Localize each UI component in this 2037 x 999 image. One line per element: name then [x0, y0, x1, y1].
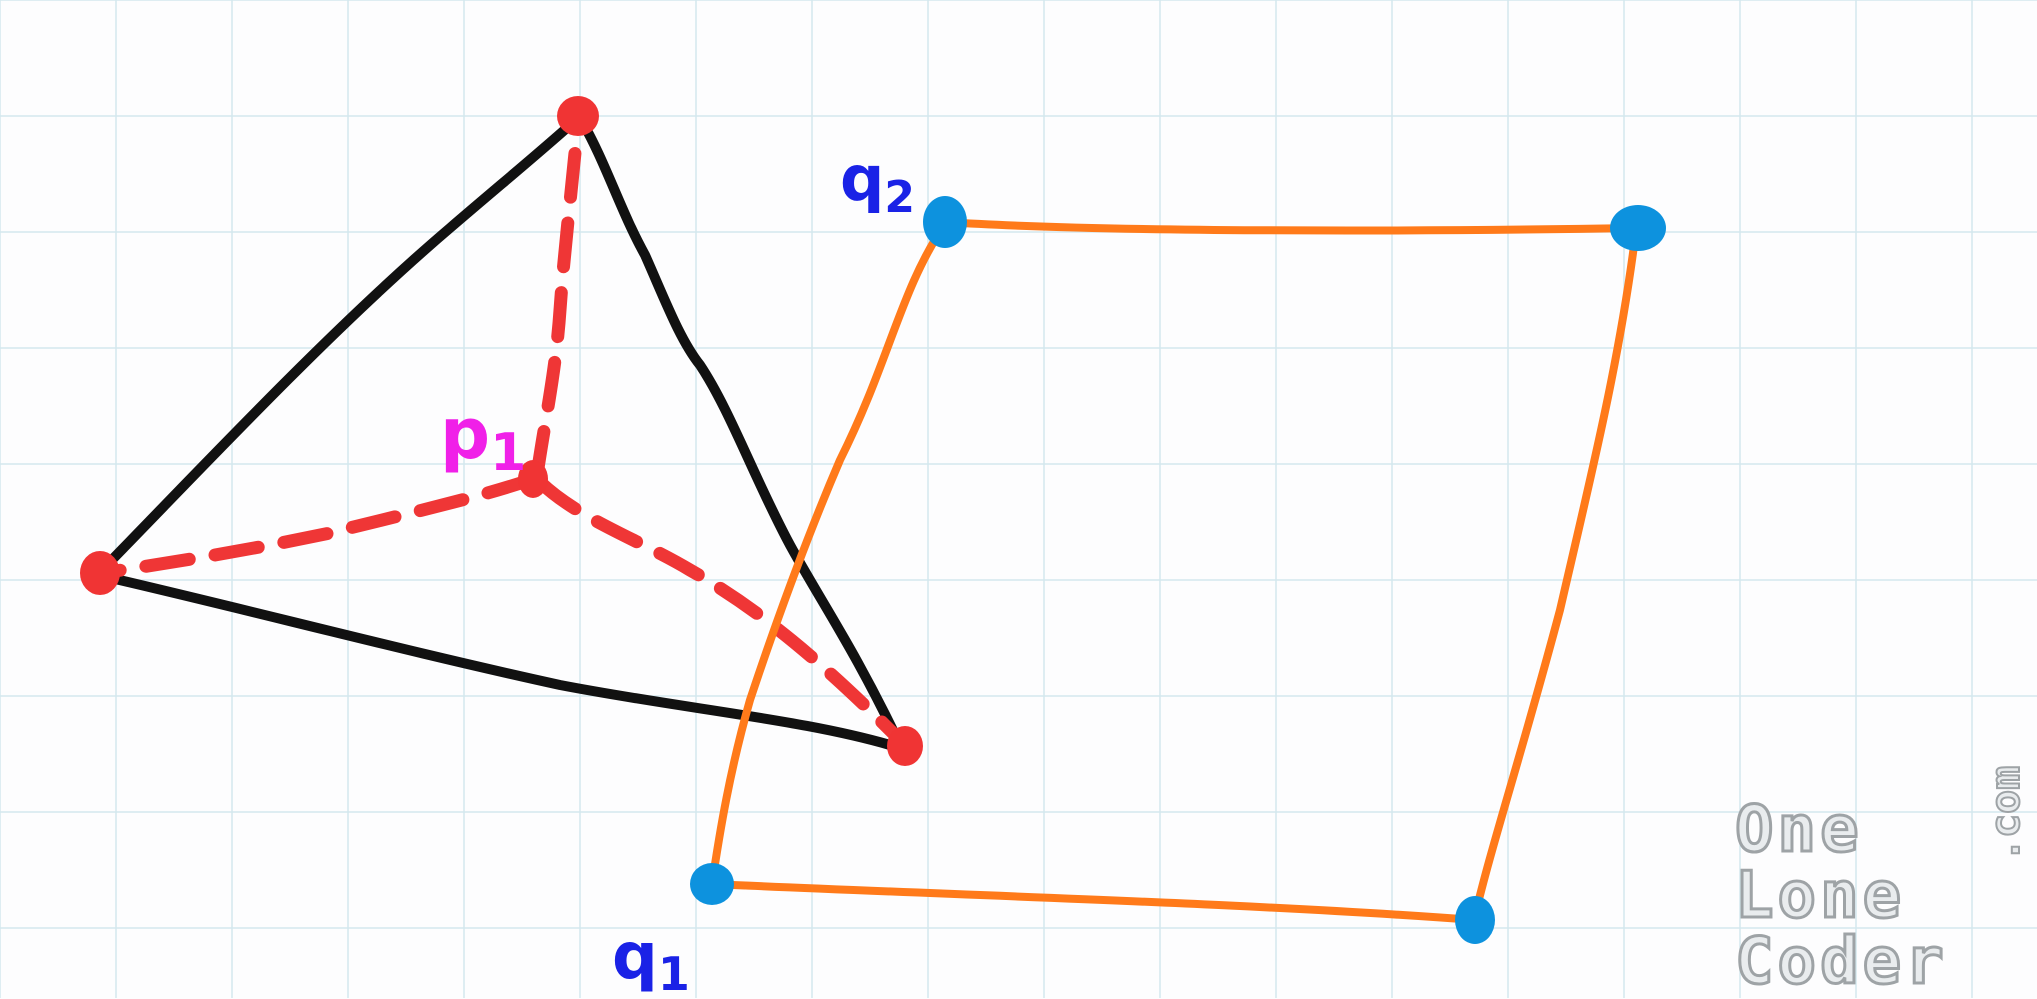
triangle-edge-left: [95, 113, 583, 577]
triangle-vertices: [80, 96, 923, 766]
labels: p1 q2 q1: [440, 142, 915, 998]
dashed-line-to-bottom-right: [533, 475, 907, 747]
quad-edge-right: [1470, 226, 1640, 924]
logo-suffix: .com: [1982, 765, 2030, 863]
dashed-line-to-top: [530, 113, 585, 482]
triangle-edge-right: [575, 113, 905, 750]
vertex-bottom-right: [887, 726, 923, 766]
label-q1: q1: [612, 920, 690, 998]
vertex-bottom-right-quad: [1455, 896, 1495, 944]
dashed-lines: [95, 113, 907, 747]
quadrilateral: [708, 218, 1640, 924]
triangle: [93, 113, 905, 753]
quad-vertices: [690, 196, 1666, 944]
dashed-line-to-left: [95, 473, 537, 580]
triangle-edge-bottom: [93, 570, 905, 753]
vertex-p1: [518, 460, 548, 498]
onelonecoder-logo: One Lone Coder .com: [1733, 765, 2035, 999]
logo-line-one: One: [1734, 793, 1863, 867]
vertex-q1: [690, 863, 734, 905]
vertex-left: [80, 551, 120, 595]
vertex-q2: [923, 196, 967, 248]
label-q2: q2: [840, 142, 915, 223]
quad-edge-left: [708, 220, 949, 888]
quad-edge-top: [941, 218, 1640, 235]
vertex-top: [557, 96, 599, 136]
label-p1: p1: [440, 393, 526, 483]
quad-edge-bottom: [708, 880, 1478, 924]
logo-line-coder: Coder: [1734, 925, 1948, 999]
logo-line-lone: Lone: [1733, 859, 1906, 933]
vertex-top-right: [1610, 205, 1666, 251]
